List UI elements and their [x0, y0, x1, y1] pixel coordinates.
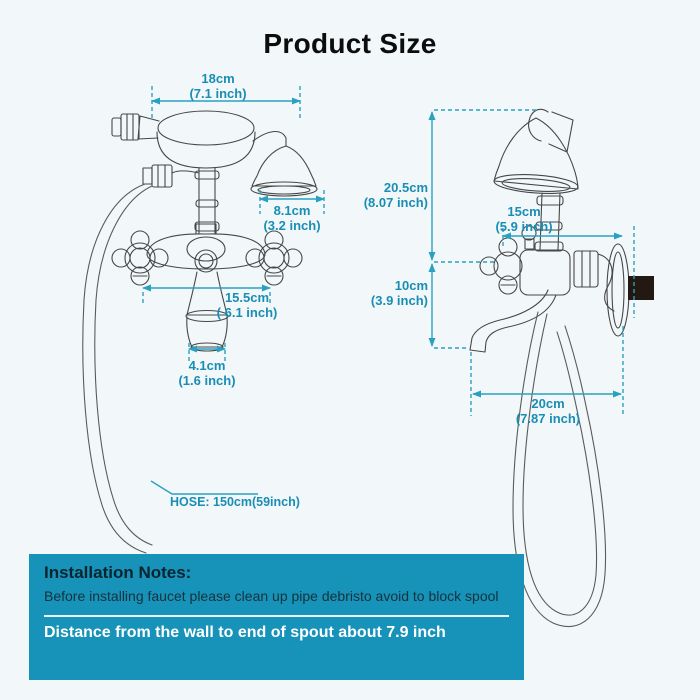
installation-notes-body: Before installing faucet please clean up…	[44, 588, 499, 604]
page-title: Product Size	[263, 28, 437, 59]
front-view-dimension-lines	[142, 86, 325, 495]
dim-front-head-width-label: 8.1cm (3.2 inch)	[263, 203, 321, 234]
side-shower-bell-icon	[493, 117, 579, 194]
dim-front-body-width-label: 15.5cm ( 6.1 inch)	[216, 290, 278, 321]
dim-front-spout-width-label: 4.1cm (1.6 inch)	[178, 358, 236, 389]
front-shower-bell-icon	[250, 131, 318, 197]
dim-side-spout-drop-label: 10cm (3.9 inch)	[370, 278, 428, 309]
hand-shower-handset-icon	[111, 110, 255, 146]
side-spout	[469, 289, 557, 353]
side-view-dimension-lines	[428, 109, 635, 416]
spout-distance-note: Distance from the wall to end of spout a…	[44, 623, 446, 641]
side-center-column	[534, 192, 564, 252]
dim-side-height-label: 20.5cm (8.07 inch)	[363, 180, 428, 211]
hose-leader-line	[150, 480, 258, 495]
dim-wall-to-spout-label: 20cm (7.87 inch)	[515, 396, 581, 427]
front-center-column	[194, 167, 220, 235]
dim-hose-length-label: HOSE: 150cm(59inch)	[170, 495, 300, 509]
notes-divider	[44, 614, 509, 617]
dim-front-top-width-label: 18cm (7.1 inch)	[189, 71, 247, 102]
faucet-front-view-drawing	[82, 110, 318, 554]
installation-notes-heading: Installation Notes:	[44, 563, 192, 582]
front-right-cross-handle-icon	[245, 230, 303, 286]
wall-mount-assembly	[573, 243, 630, 337]
handset-cradle	[156, 131, 256, 169]
installation-notes-box: Installation Notes: Before installing fa…	[29, 554, 524, 680]
side-hose	[512, 311, 607, 628]
dim-side-depth-label: 15cm (5.9 inch)	[495, 204, 553, 235]
front-left-cross-handle-icon	[111, 230, 169, 286]
wall-pipe-stub	[628, 276, 654, 300]
front-hose	[82, 183, 153, 554]
side-valve-body	[519, 249, 571, 296]
faucet-side-view-drawing	[469, 108, 654, 628]
